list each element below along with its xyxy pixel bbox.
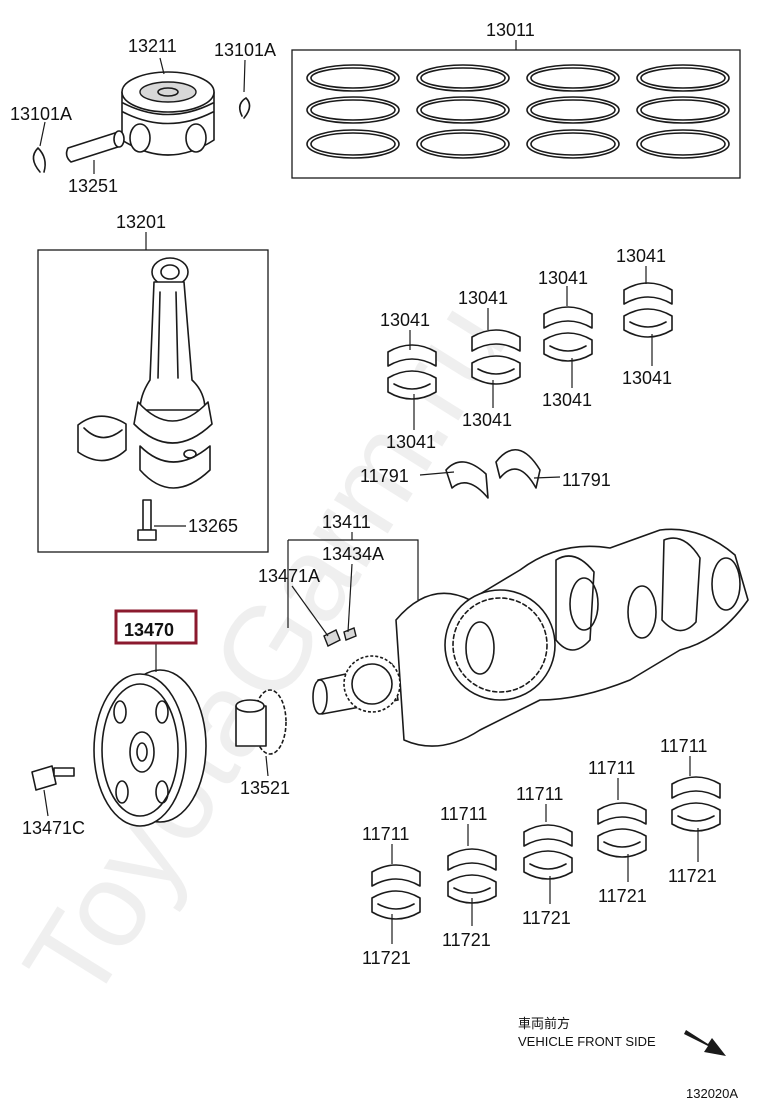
selected-part-highlight <box>114 609 198 645</box>
label-11721-1[interactable]: 11721 <box>362 948 411 968</box>
pulley-bolt[interactable] <box>31 765 75 791</box>
label-11721-4[interactable]: 11721 <box>598 886 647 906</box>
piston-pin[interactable] <box>65 130 125 163</box>
label-13101a-left[interactable]: 13101A <box>10 104 72 124</box>
bearings-upper[interactable] <box>387 282 673 400</box>
conrod-bearing[interactable] <box>77 415 127 462</box>
vehicle-front-jp-label: 車両前方 <box>518 1016 570 1031</box>
label-13011-rings[interactable]: 13011 <box>486 20 535 40</box>
label-13471c-bolt[interactable]: 13471C <box>22 818 85 838</box>
label-13041-u3[interactable]: 13041 <box>538 268 588 288</box>
connecting-rod[interactable] <box>133 257 213 489</box>
label-11711-1[interactable]: 11711 <box>362 824 409 844</box>
label-11711-3[interactable]: 11711 <box>516 784 563 804</box>
label-13041-u1[interactable]: 13041 <box>380 310 430 330</box>
label-13041-l1[interactable]: 13041 <box>386 432 436 452</box>
leader-lines <box>39 40 699 944</box>
label-11721-3[interactable]: 11721 <box>522 908 571 928</box>
vehicle-front-en-label: VEHICLE FRONT SIDE <box>518 1034 656 1049</box>
snap-ring-left[interactable] <box>32 147 46 173</box>
crank-key-a[interactable] <box>323 629 341 647</box>
label-13434a-key[interactable]: 13434A <box>322 544 384 564</box>
bearings-lower[interactable] <box>371 776 721 920</box>
diagram-id: 132020A <box>686 1086 738 1101</box>
label-13211-piston[interactable]: 13211 <box>128 36 177 56</box>
thrust-washer-right[interactable] <box>495 448 541 489</box>
label-11791-right[interactable]: 11791 <box>562 470 611 490</box>
label-13201-conrod[interactable]: 13201 <box>116 212 166 232</box>
part-number-labels: 13211 13101A 13101A 13251 13011 13201 13265 130… <box>10 20 717 968</box>
label-13251-pin[interactable]: 13251 <box>68 176 118 196</box>
label-13265-bolt[interactable]: 13265 <box>188 516 238 536</box>
conrod-bolt[interactable] <box>137 499 157 541</box>
label-13041-l2[interactable]: 13041 <box>462 410 512 430</box>
vehicle-front-arrow-icon <box>684 1030 726 1056</box>
thrust-washer-left[interactable] <box>445 461 489 499</box>
label-13411-crankshaft[interactable]: 13411 <box>322 512 371 532</box>
label-13470-pulley[interactable]: 13470 <box>124 620 174 640</box>
label-11791-left[interactable]: 11791 <box>360 466 409 486</box>
label-13101a-right[interactable]: 13101A <box>214 40 276 60</box>
label-13471a-key[interactable]: 13471A <box>258 566 320 586</box>
label-11721-2[interactable]: 11721 <box>442 930 491 950</box>
ring-set-frame <box>291 49 741 179</box>
label-11721-5[interactable]: 11721 <box>668 866 717 886</box>
label-13521-gear[interactable]: 13521 <box>240 778 290 798</box>
label-13041-l4[interactable]: 13041 <box>622 368 672 388</box>
label-11711-4[interactable]: 11711 <box>588 758 635 778</box>
snap-ring-right[interactable] <box>238 97 251 119</box>
crankshaft-timing-gear[interactable] <box>235 689 287 755</box>
label-11711-5[interactable]: 11711 <box>660 736 707 756</box>
crank-key-b[interactable] <box>343 627 357 641</box>
label-13041-l3[interactable]: 13041 <box>542 390 592 410</box>
conrod-frame <box>37 249 269 553</box>
piston[interactable] <box>121 71 215 156</box>
label-11711-2[interactable]: 11711 <box>440 804 487 824</box>
label-13041-u4[interactable]: 13041 <box>616 246 666 266</box>
piston-ring-sets[interactable] <box>306 64 730 159</box>
crank-timing-sprocket[interactable] <box>343 655 401 713</box>
crankshaft-pulley[interactable] <box>93 669 207 827</box>
label-13041-u2[interactable]: 13041 <box>458 288 508 308</box>
